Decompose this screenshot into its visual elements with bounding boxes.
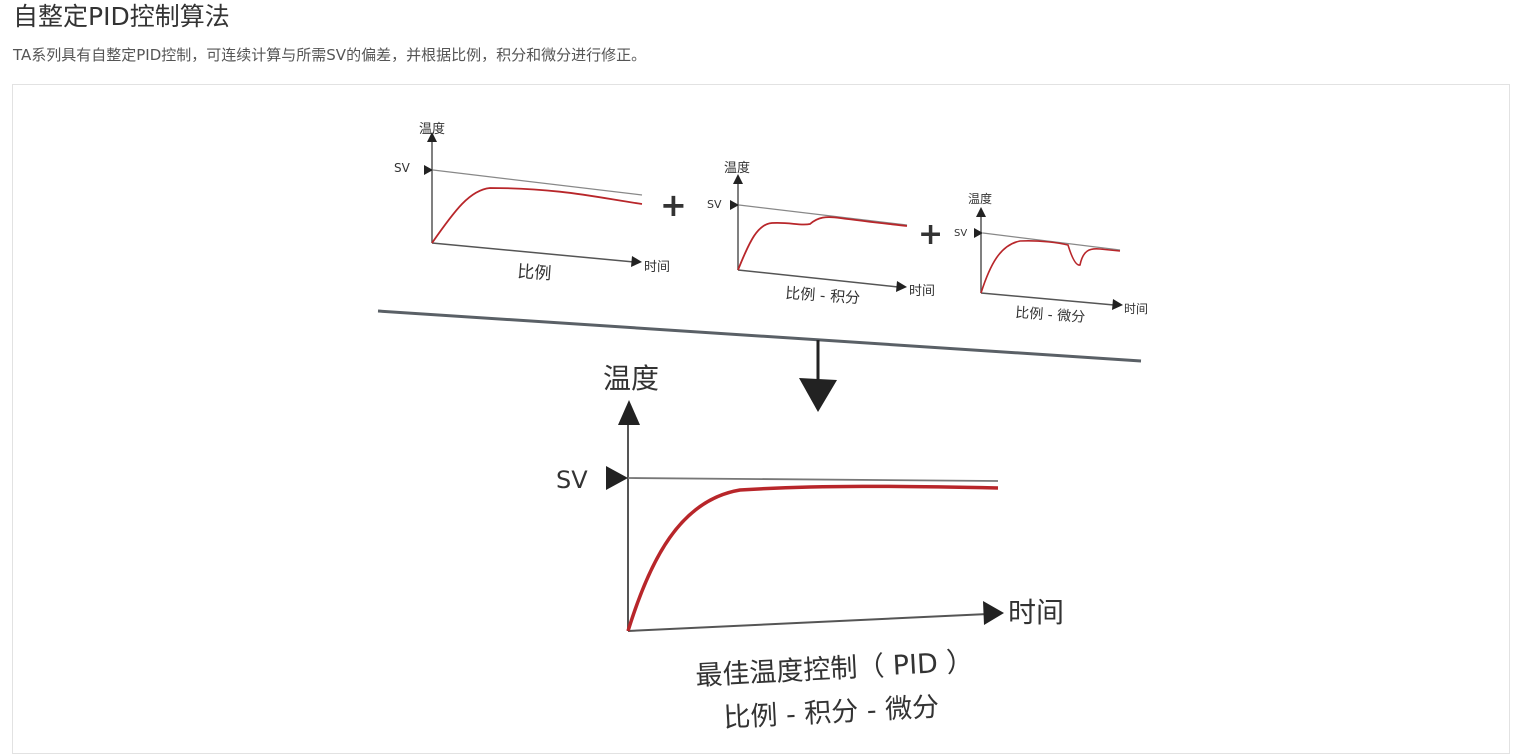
chart3-title: 比例 - 微分 bbox=[1015, 305, 1086, 326]
chart2-sv-marker-icon bbox=[730, 200, 739, 210]
result-curve bbox=[626, 484, 999, 632]
chart3-y-arrow-icon bbox=[976, 207, 986, 217]
result-title-line1: 最佳温度控制（ PID ） bbox=[695, 646, 974, 692]
result-title-line2: 比例 - 积分 - 微分 bbox=[723, 692, 940, 734]
chart1-y-arrow-icon bbox=[427, 132, 437, 142]
chart3-x-axis bbox=[980, 292, 1115, 306]
chart1-curve bbox=[431, 187, 643, 244]
plus-sign-2: + bbox=[918, 217, 943, 252]
chart2-sv-label: SV bbox=[707, 198, 722, 211]
chart2-sv-line bbox=[738, 204, 908, 226]
result-x-label: 时间 bbox=[1008, 596, 1064, 629]
chart1-y-label: 温度 bbox=[419, 121, 445, 137]
chart2-curve bbox=[737, 216, 908, 271]
figure-frame bbox=[12, 84, 1510, 754]
chart1-title: 比例 bbox=[517, 262, 552, 284]
chart3-sv-marker-icon bbox=[974, 228, 983, 238]
chart1-x-arrow-icon bbox=[631, 256, 642, 267]
chart-pid-result: 温度 SV 时间 最佳温度控制（ PID ） 比例 - 积分 - 微分 bbox=[556, 362, 1064, 734]
result-sv-line bbox=[627, 477, 999, 482]
chart1-sv-label: SV bbox=[394, 161, 411, 175]
chart-proportional-derivative: 温度 SV 时间 比例 - 微分 bbox=[954, 191, 1148, 326]
result-x-arrow-icon bbox=[983, 601, 1004, 625]
chart1-x-label: 时间 bbox=[644, 260, 670, 275]
chart-proportional: 温度 SV 时间 比例 bbox=[394, 121, 670, 284]
chart2-x-axis bbox=[737, 269, 899, 288]
chart1-x-axis bbox=[431, 242, 635, 263]
chart2-x-arrow-icon bbox=[896, 281, 907, 292]
chart2-y-label: 温度 bbox=[724, 160, 750, 176]
page-description: TA系列具有自整定PID控制，可连续计算与所需SV的偏差，并根据比例，积分和微分… bbox=[13, 46, 647, 64]
chart3-curve bbox=[980, 240, 1121, 294]
chart2-title: 比例 - 积分 bbox=[785, 284, 861, 307]
plus-sign-1: + bbox=[660, 186, 687, 224]
chart3-x-label: 时间 bbox=[1124, 302, 1148, 316]
result-y-arrow-icon bbox=[618, 400, 640, 425]
result-x-axis bbox=[627, 613, 989, 632]
chart2-x-label: 时间 bbox=[909, 284, 935, 299]
result-sv-label: SV bbox=[556, 466, 588, 494]
chart3-y-label: 温度 bbox=[968, 191, 992, 206]
chart2-y-arrow-icon bbox=[733, 174, 743, 184]
chart3-sv-label: SV bbox=[954, 228, 967, 239]
chart1-sv-marker-icon bbox=[424, 165, 433, 175]
page-title: 自整定PID控制算法 bbox=[13, 2, 230, 31]
result-sv-marker-icon bbox=[606, 466, 628, 490]
pid-diagram: 温度 SV 时间 比例 + 温度 SV 时间 比例 - 积分 + 温度 SV 时… bbox=[377, 121, 1148, 734]
chart1-sv-line bbox=[432, 169, 643, 196]
result-y-label: 温度 bbox=[603, 362, 659, 395]
down-arrow-icon bbox=[799, 378, 837, 412]
divider-line bbox=[377, 309, 1142, 363]
chart-proportional-integral: 温度 SV 时间 比例 - 积分 bbox=[707, 160, 935, 307]
chart3-x-arrow-icon bbox=[1112, 299, 1123, 310]
